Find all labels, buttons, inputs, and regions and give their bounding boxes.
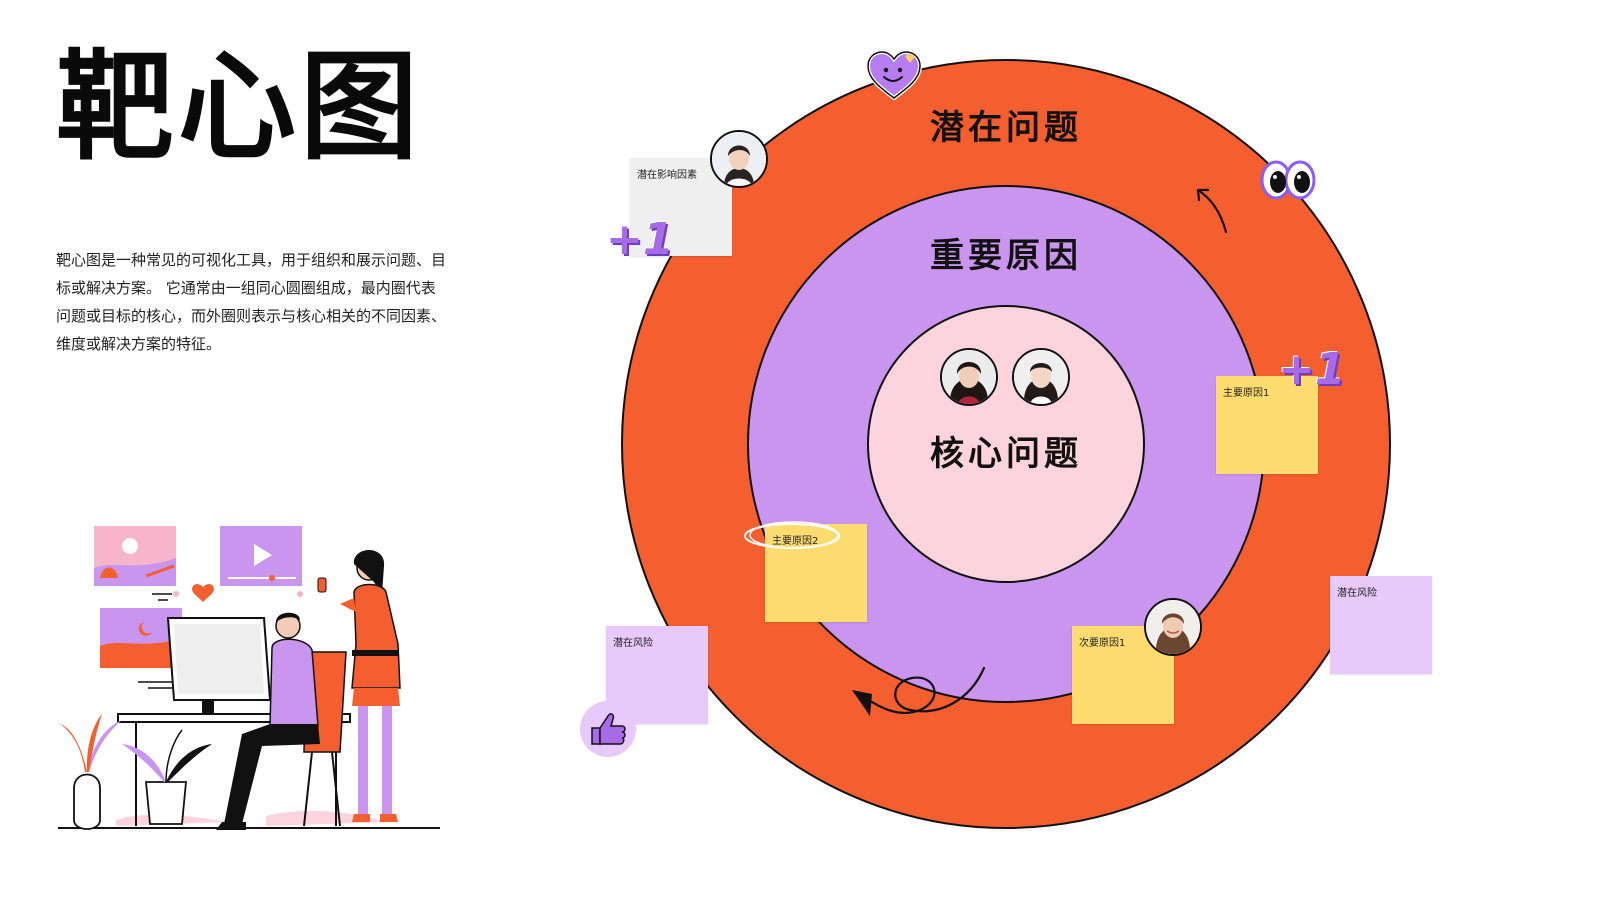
inner-ring-label: 核心问题 [930, 434, 1082, 474]
note-main-reason-1[interactable]: 主要原因1 [1216, 376, 1318, 474]
plus-one-sticker-left-text: +1 [606, 214, 674, 265]
note-secondary-reason-1-text: 次要原因1 [1079, 638, 1126, 649]
thumbs-up-icon [580, 701, 636, 757]
googly-eyes-icon [1260, 160, 1316, 200]
note-potential-risk-left-text: 潜在风险 [613, 638, 653, 649]
outer-ring-label: 潜在问题 [930, 108, 1082, 148]
note-main-reason-2-text: 主要原因2 [772, 536, 819, 547]
note-potential-factor-text: 潜在影响因素 [637, 170, 697, 181]
avatar-core-2[interactable] [1012, 348, 1070, 406]
curved-arrow-icon [1196, 188, 1228, 234]
avatar-core-1[interactable] [940, 348, 998, 406]
page-title: 靶心图 [56, 38, 423, 176]
avatar-secondary-reason[interactable] [1144, 598, 1202, 656]
note-potential-risk-right-text: 潜在风险 [1337, 588, 1377, 599]
plus-one-sticker-right-text: +1 [1278, 344, 1346, 395]
avatar-potential-factor[interactable] [710, 130, 768, 188]
note-potential-risk-right[interactable]: 潜在风险 [1330, 576, 1432, 674]
office-illustration [58, 526, 440, 830]
loop-arrow-icon [864, 666, 986, 715]
highlight-scribble-icon [744, 521, 840, 549]
note-main-reason-1-text: 主要原因1 [1223, 388, 1270, 399]
page-description: 靶心图是一种常见的可视化工具，用于组织和展示问题、目标或解决方案。 它通常由一组… [56, 251, 447, 353]
middle-ring-label: 重要原因 [930, 236, 1082, 276]
heart-smiley-icon [865, 50, 923, 101]
plus-one-sticker-right: +1 [1278, 344, 1345, 395]
note-main-reason-2[interactable]: 主要原因2 [765, 524, 867, 622]
plus-one-sticker-left: +1 [606, 214, 673, 265]
